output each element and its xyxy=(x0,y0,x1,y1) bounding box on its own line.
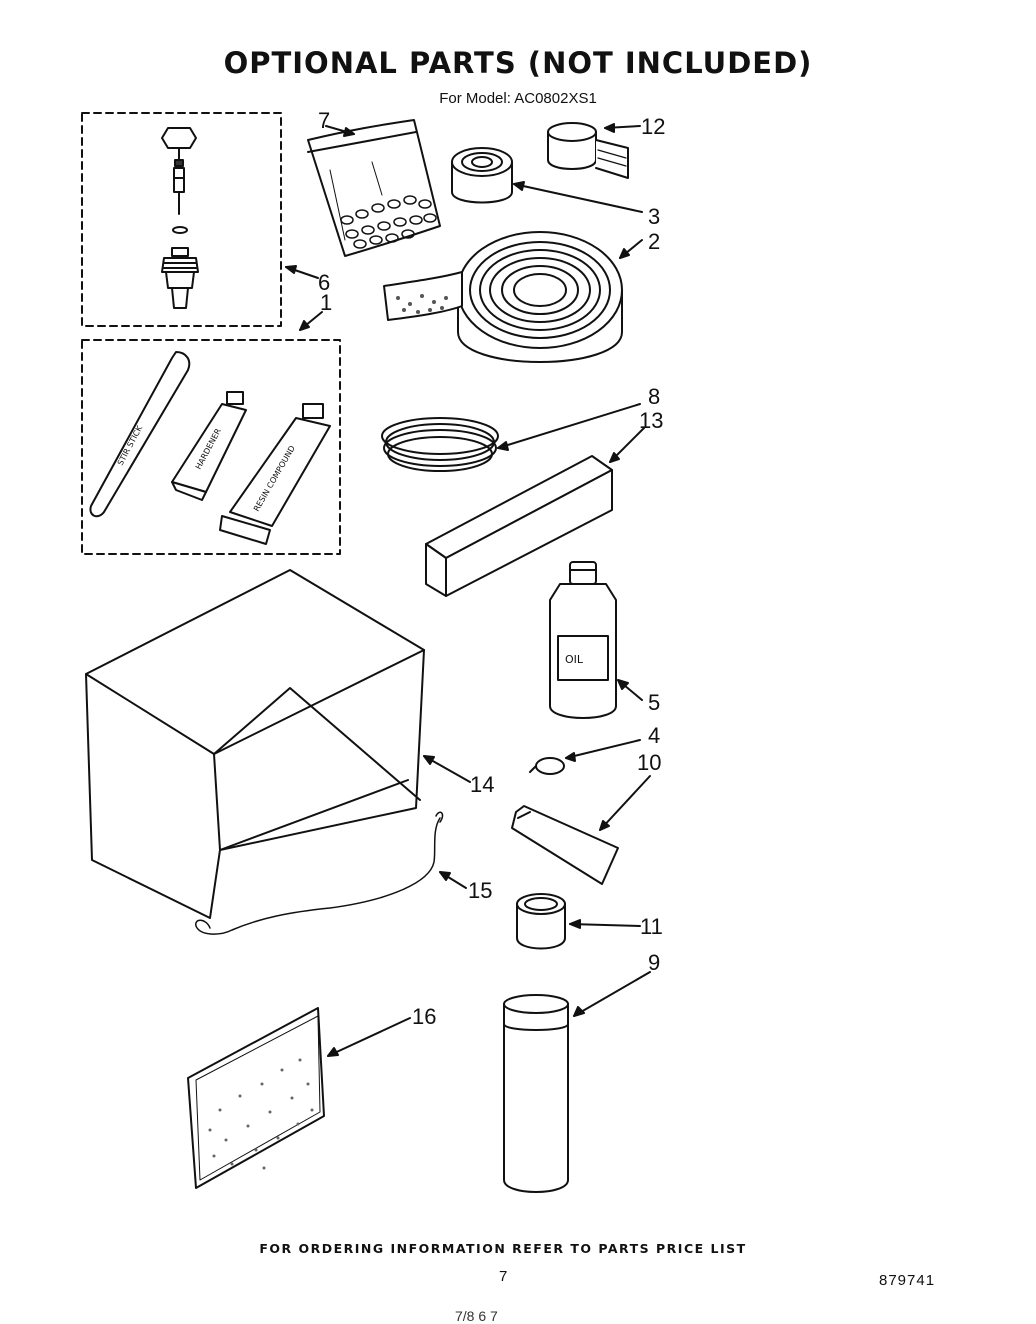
callout-1: 1 xyxy=(320,290,332,315)
repair-kit-box xyxy=(81,339,341,555)
small-can xyxy=(516,893,566,950)
coil-tape xyxy=(451,147,513,204)
callout-2: 2 xyxy=(648,229,660,254)
filter-pad xyxy=(187,1007,325,1189)
callout-9: 9 xyxy=(648,950,660,975)
handwritten-note: 7/8 6 7 xyxy=(455,1308,498,1324)
oil-bottle: OIL xyxy=(549,561,617,719)
capsule xyxy=(529,757,565,775)
hardener-tube xyxy=(171,391,247,501)
callout-8: 8 xyxy=(648,384,660,409)
valve-kit-box xyxy=(81,112,282,327)
page-title: OPTIONAL PARTS (NOT INCLUDED) xyxy=(223,46,813,80)
spray-can xyxy=(503,994,569,1193)
small-tape-roll xyxy=(547,122,629,179)
stir-stick xyxy=(89,351,191,518)
callout-6: 6 xyxy=(318,270,330,295)
callout-5: 5 xyxy=(648,690,660,715)
coiled-tubing xyxy=(381,417,499,472)
callout-10: 10 xyxy=(637,750,661,775)
model-subtitle: For Model: AC0802XS1 xyxy=(439,90,597,107)
callout-3: 3 xyxy=(648,204,660,229)
callout-16: 16 xyxy=(412,1004,436,1029)
callout-11: 11 xyxy=(640,914,663,939)
page-number: 7 xyxy=(499,1268,508,1285)
valve-assembly xyxy=(161,127,199,309)
callout-15: 15 xyxy=(468,878,492,903)
tie-cord xyxy=(195,811,444,935)
ordering-note: FOR ORDERING INFORMATION REFER TO PARTS … xyxy=(259,1241,747,1256)
washer-bag xyxy=(307,119,441,257)
resin-tube xyxy=(219,403,331,545)
callout-13: 13 xyxy=(639,408,663,433)
sealant-tube xyxy=(511,805,619,885)
unit-cover xyxy=(85,569,425,919)
foam-block xyxy=(425,455,613,597)
document-number: 879741 xyxy=(879,1272,936,1289)
callout-14: 14 xyxy=(470,772,494,797)
callout-4: 4 xyxy=(648,723,660,748)
callout-12: 12 xyxy=(641,114,665,139)
oil-label: OIL xyxy=(565,653,584,666)
callout-7: 7 xyxy=(318,108,330,133)
large-foam-tape xyxy=(383,231,623,363)
